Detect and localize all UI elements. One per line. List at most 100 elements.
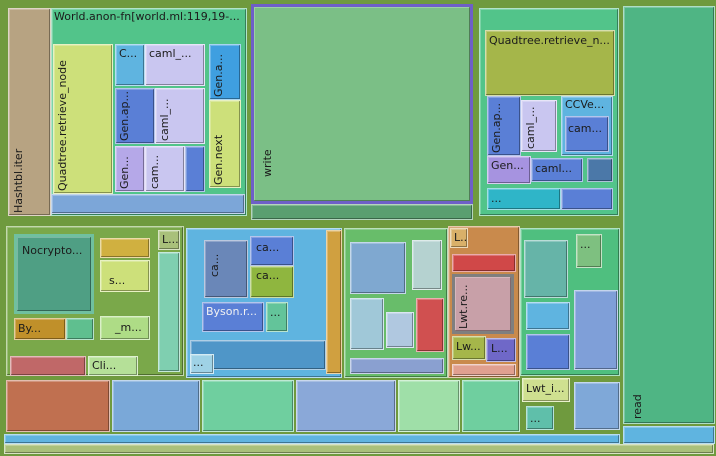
cell-tall-2[interactable]: [326, 230, 342, 374]
cell-gen-a[interactable]: Gen.a...: [209, 44, 241, 100]
cell-label: ...: [580, 238, 591, 251]
cell-label: L...: [162, 233, 179, 246]
cell-tall-1[interactable]: [158, 252, 180, 372]
cell-bot-4[interactable]: [296, 380, 396, 432]
cell-label: ...: [491, 192, 502, 205]
cell-label: Lwt.re...: [457, 284, 470, 329]
cell-bot-3[interactable]: [202, 380, 294, 432]
cell-lwt-re[interactable]: Lwt.re...: [452, 274, 514, 334]
cell-caml-4[interactable]: caml...: [531, 158, 583, 182]
cell-label: Lw...: [456, 340, 481, 353]
cell-c3[interactable]: [526, 334, 570, 370]
cell-b4[interactable]: [386, 312, 414, 348]
cell-label: By...: [18, 322, 41, 335]
cell-caml-2[interactable]: caml_...: [155, 88, 205, 144]
cell-caml-3[interactable]: caml_...: [521, 100, 557, 152]
cell-b2[interactable]: [412, 240, 442, 290]
cell-c4[interactable]: [574, 290, 618, 370]
cell-label: Gen...: [118, 156, 131, 189]
cell-ca-top[interactable]: ca...: [250, 236, 294, 266]
cell-l-2[interactable]: L...: [450, 228, 468, 248]
cell-bot-1[interactable]: [6, 380, 110, 432]
cell-label: Lwt_i...: [526, 382, 565, 395]
cell-c1[interactable]: [524, 240, 568, 298]
cell-ca-mid[interactable]: ca...: [250, 266, 294, 298]
cell-cam-2[interactable]: cam...: [565, 116, 609, 152]
cell-write-strip[interactable]: [251, 204, 473, 220]
cell-bot-5[interactable]: [398, 380, 460, 432]
cell-bot-strip-2[interactable]: [4, 444, 714, 454]
cell-label: Gen.ap...: [118, 91, 131, 141]
cell-lwt-i[interactable]: Lwt_i...: [522, 378, 570, 402]
cell-cli-left[interactable]: [10, 356, 86, 376]
cell-ellipsis-4[interactable]: ...: [576, 234, 602, 268]
cell-label: Byson.r...: [206, 305, 257, 318]
cell-c[interactable]: C...: [115, 44, 145, 86]
cell-quadtree-inner[interactable]: Quadtree.retrieve_n...: [485, 30, 615, 96]
cell-caml-1[interactable]: caml_...: [145, 44, 205, 86]
cell-b5[interactable]: [416, 298, 444, 352]
cell-b1[interactable]: [350, 242, 406, 294]
cell-label: Gen...: [491, 159, 524, 172]
cell-hashtbl-iter[interactable]: Hashtbl.iter: [8, 8, 51, 216]
cell-s[interactable]: s...: [100, 260, 150, 292]
cell-gen-2[interactable]: Gen...: [115, 146, 145, 192]
cell-m[interactable]: _m...: [100, 316, 150, 340]
cell-bot-7[interactable]: [574, 382, 620, 430]
cell-ellipsis-1[interactable]: ...: [487, 188, 561, 210]
cell-label: World.anon-fn[world.ml:119,19-...: [54, 10, 240, 23]
cell-gen-ap-2[interactable]: Gen.ap...: [487, 96, 521, 156]
cell-small-1[interactable]: [587, 158, 613, 182]
cell-b3[interactable]: [350, 298, 384, 350]
cell-nocrypto[interactable]: Nocrypto...: [14, 234, 94, 314]
cell-label: cam...: [568, 122, 602, 135]
cell-label: Gen.next: [212, 134, 225, 185]
cell-label: caml...: [535, 162, 573, 175]
cell-label: Quadtree.retrieve_node: [56, 60, 69, 191]
cell-l-3[interactable]: L...: [486, 338, 516, 362]
cell-gen-3[interactable]: Gen...: [487, 156, 531, 184]
cell-l-1[interactable]: L...: [158, 230, 180, 250]
cell-bot-strip[interactable]: [4, 434, 620, 444]
cell-gen-ap-1[interactable]: Gen.ap...: [115, 88, 155, 144]
cell-ellipsis-2[interactable]: ...: [266, 302, 288, 332]
cell-label: ca...: [208, 253, 221, 277]
cell-by-side[interactable]: [66, 318, 94, 340]
cell-byson[interactable]: Byson.r...: [202, 302, 264, 332]
cell-label: L...: [454, 231, 468, 244]
cell-write[interactable]: write: [251, 4, 473, 204]
cell-strip-1[interactable]: [51, 194, 245, 214]
cell-lwt-strip[interactable]: [452, 364, 516, 376]
cell-bot-6[interactable]: [462, 380, 520, 432]
cell-label: ...: [530, 412, 541, 425]
cell-ellipsis-3[interactable]: ...: [190, 354, 214, 374]
cell-label: Cli...: [92, 359, 117, 372]
cell-b6[interactable]: [350, 358, 444, 374]
cell-read[interactable]: read: [623, 6, 715, 424]
cell-label: L...: [491, 342, 508, 355]
cell-bot-2[interactable]: [112, 380, 200, 432]
cell-cam-1[interactable]: cam...: [145, 146, 185, 192]
cell-c2[interactable]: [526, 302, 570, 330]
cell-lw[interactable]: Lw...: [452, 336, 486, 360]
cell-label: ca...: [256, 269, 280, 282]
cell-cli[interactable]: Cli...: [88, 356, 138, 376]
cell-label: read: [631, 394, 644, 419]
cell-label: ...: [270, 306, 281, 319]
cell-label: Quadtree.retrieve_n...: [489, 34, 610, 47]
cell-gen-next[interactable]: Gen.next: [209, 100, 241, 188]
cell-label: caml_...: [524, 106, 537, 149]
cell-small-2[interactable]: [561, 188, 613, 210]
cell-label: Hashtbl.iter: [12, 148, 25, 213]
cell-lwt-red[interactable]: [452, 254, 516, 272]
cell-quadtree-retrieve-node[interactable]: Quadtree.retrieve_node: [53, 44, 113, 194]
cell-read-strip[interactable]: [623, 426, 715, 444]
cell-ellipsis-5[interactable]: ...: [526, 406, 554, 430]
cell-gold[interactable]: [100, 238, 150, 258]
cell-label: write: [261, 149, 274, 177]
cell-ca-left[interactable]: ca...: [204, 240, 248, 298]
cell-label: s...: [109, 274, 126, 287]
cell-by[interactable]: By...: [14, 318, 66, 340]
cell-blue-small[interactable]: [185, 146, 205, 192]
